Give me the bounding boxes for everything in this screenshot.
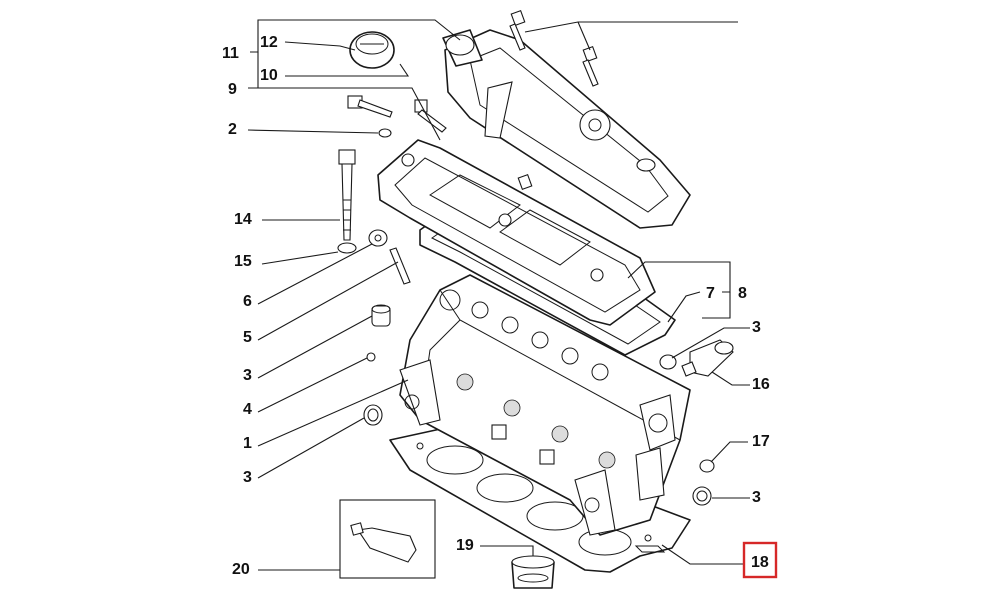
callout-1[interactable]: 1 bbox=[243, 435, 252, 452]
callout-19[interactable]: 19 bbox=[456, 537, 474, 554]
callout-15[interactable]: 15 bbox=[234, 253, 252, 270]
callout-10[interactable]: 10 bbox=[260, 67, 278, 84]
callout-9[interactable]: 9 bbox=[228, 81, 237, 98]
callout-14[interactable]: 14 bbox=[234, 211, 252, 228]
callout-3-right-upper[interactable]: 3 bbox=[752, 319, 761, 336]
callout-20[interactable]: 20 bbox=[232, 561, 250, 578]
nut-part[interactable] bbox=[368, 229, 388, 247]
callout-8[interactable]: 8 bbox=[738, 285, 747, 302]
callout-17[interactable]: 17 bbox=[752, 433, 770, 450]
callout-2[interactable]: 2 bbox=[228, 121, 237, 138]
sensor-part[interactable] bbox=[681, 339, 734, 377]
cam-carrier-part[interactable] bbox=[377, 139, 656, 326]
seal-right-part[interactable] bbox=[692, 486, 712, 506]
selection-highlight-box bbox=[742, 541, 778, 579]
bolt-part[interactable] bbox=[347, 95, 447, 133]
callout-3-right-lower[interactable]: 3 bbox=[752, 489, 761, 506]
filler-cap-part[interactable] bbox=[349, 31, 395, 69]
leader-lines bbox=[247, 19, 750, 571]
callout-3-lower-left[interactable]: 3 bbox=[243, 469, 252, 486]
head-bolt-part[interactable] bbox=[338, 149, 356, 241]
plug-right-part[interactable] bbox=[659, 354, 677, 370]
upper-housing-part[interactable] bbox=[444, 29, 691, 229]
callout-12[interactable]: 12 bbox=[260, 34, 278, 51]
selected-callout-18[interactable]: 18 bbox=[742, 541, 778, 579]
cover-bolts-part[interactable] bbox=[509, 9, 599, 191]
callout-6[interactable]: 6 bbox=[243, 293, 252, 310]
callout-7[interactable]: 7 bbox=[706, 285, 715, 302]
callout-16[interactable]: 16 bbox=[752, 376, 770, 393]
small-plug-part[interactable] bbox=[699, 459, 715, 473]
outlet-pipe-part[interactable] bbox=[442, 29, 483, 67]
callout-4[interactable]: 4 bbox=[243, 401, 252, 418]
callout-5[interactable]: 5 bbox=[243, 329, 252, 346]
callout-18[interactable]: 18 bbox=[751, 554, 769, 571]
cylinder-head-part[interactable] bbox=[399, 274, 691, 536]
washer-part[interactable] bbox=[378, 128, 392, 138]
callout-labels: 11 12 10 9 2 14 15 6 5 3 4 1 3 20 19 7 8… bbox=[222, 34, 778, 579]
stud-part[interactable] bbox=[389, 247, 411, 285]
sealant-tube-part[interactable] bbox=[339, 499, 436, 579]
seal-left-part[interactable] bbox=[363, 404, 383, 426]
head-bolt-washer-part[interactable] bbox=[337, 242, 357, 254]
callout-11[interactable]: 11 bbox=[222, 45, 239, 62]
bushing-part[interactable] bbox=[371, 304, 391, 327]
small-ring-part[interactable] bbox=[366, 352, 376, 362]
cup-plug-part[interactable] bbox=[511, 555, 555, 589]
callout-3-upper-left[interactable]: 3 bbox=[243, 367, 252, 384]
